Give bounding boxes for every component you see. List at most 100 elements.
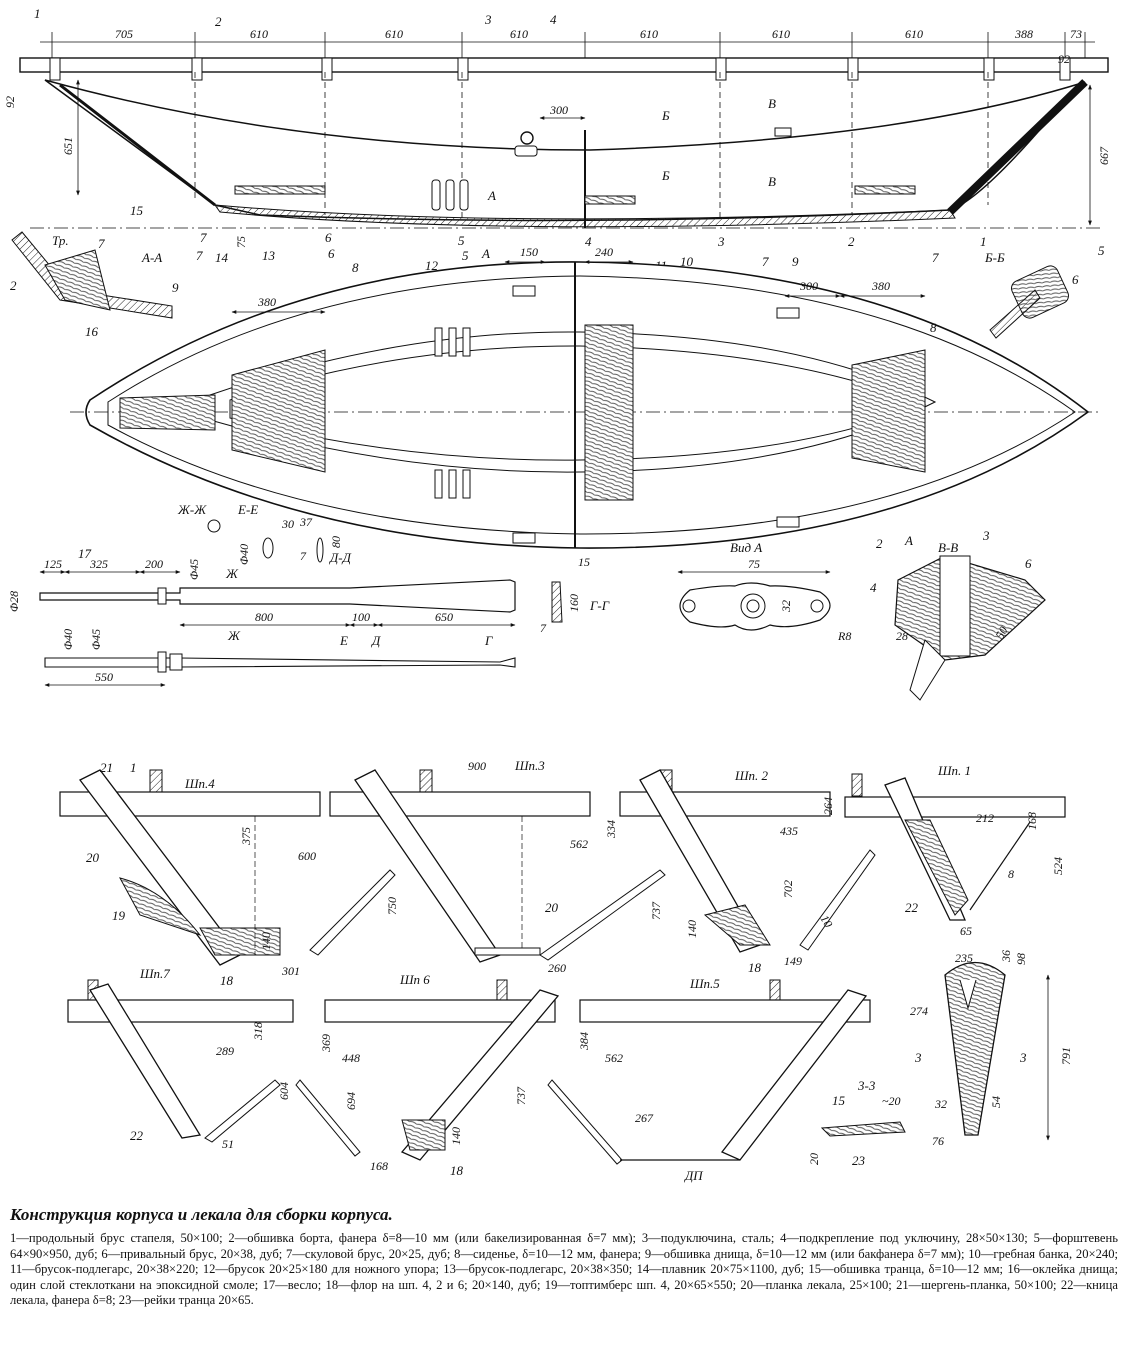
frame-3: Шп.3 900 334 562 737 260 20: [329, 758, 666, 975]
oar-dim-100: 100: [352, 610, 370, 624]
tr-dim-20: 20: [807, 1153, 821, 1165]
oar-dim-800: 800: [255, 610, 273, 624]
frame-1: 1: [980, 234, 987, 249]
dim-92-right: 92: [1058, 52, 1070, 66]
tr-dim-274: 274: [910, 1004, 928, 1018]
tr-dim-76: 76: [932, 1134, 944, 1148]
callout-5: 5: [458, 233, 465, 248]
aa-callout-16: 16: [85, 324, 99, 339]
frame-5: 5: [462, 248, 469, 263]
boat-hull-drawing: 705 610 610 610 610 610 610 388 73: [3, 6, 1111, 1183]
f4-dim-750: 750: [385, 897, 399, 915]
callout-13: 13: [262, 248, 276, 263]
keel-beam: [19, 57, 1109, 73]
hull-outline: [44, 79, 1086, 222]
plan-dim-150: 150: [520, 245, 538, 259]
oar-callout-17: 17: [78, 546, 92, 561]
f1-dim-212: 212: [976, 811, 994, 825]
f5-dim-737: 737: [514, 1086, 528, 1105]
frame-1: Шп. 1 212 168 524 8 65 22: [844, 763, 1066, 938]
dim-top-705: 705: [115, 27, 133, 41]
callout-6: 6: [325, 230, 332, 245]
f6-dim-694: 694: [344, 1092, 358, 1110]
tr-callout-23: 23: [852, 1153, 866, 1168]
sec-ee-title: Е-Е: [237, 502, 258, 517]
f5-title: Шп.5: [689, 976, 720, 991]
f4-callout-1: 1: [130, 760, 137, 775]
sec-dims-7-gg: 7: [540, 621, 547, 635]
mark-b-top: Б: [661, 108, 670, 123]
tr-dim-54: 54: [989, 1096, 1003, 1108]
plan-dim-380-right: 380: [871, 279, 890, 293]
view-a: Вид А 75 32 R8: [677, 540, 851, 643]
bb-callout-6: 6: [1072, 272, 1079, 287]
frame-4: Шп.4 375 600 750 140 301 21 1 20 19 18: [59, 760, 399, 988]
oar-dim-550: 550: [95, 670, 113, 684]
f2-dim-435: 435: [780, 824, 798, 838]
sec-gg-title: Г-Г: [589, 598, 610, 613]
dim-92-left: 92: [3, 96, 17, 108]
tr-dim-36: 36: [999, 950, 1013, 963]
f3-dim-900: 900: [468, 759, 486, 773]
section-bb-title: Б-Б: [984, 250, 1005, 265]
view-a-dim-r8: R8: [837, 629, 851, 643]
frame-6: Шп 6 369 448 694 140 168 18: [295, 972, 560, 1178]
f1-dim-524: 524: [1051, 857, 1065, 875]
aa-callout-9: 9: [172, 280, 179, 295]
f4-callout-18: 18: [220, 973, 234, 988]
dim-top-610: 610: [250, 27, 268, 41]
f7-dim-289: 289: [216, 1044, 234, 1058]
sec-dims-80: 80: [329, 536, 343, 548]
frame-7: Шп.7 318 289 604 51 22: [67, 966, 294, 1151]
f3-dim-562: 562: [570, 837, 588, 851]
f5-label-dp: ДП: [683, 1168, 704, 1183]
tr-mark-3-right: 3: [1019, 1050, 1027, 1065]
oar-dim-650: 650: [435, 610, 453, 624]
f2-dim-149: 149: [784, 954, 802, 968]
view-a-dim-32: 32: [779, 600, 793, 613]
stanchions: [49, 57, 1071, 81]
vv-label-3: 3: [982, 528, 990, 543]
dim-top-73: 73: [1070, 27, 1082, 41]
tr-dim-235: 235: [955, 951, 973, 965]
f4-dim-301: 301: [281, 964, 300, 978]
callout-4: 4: [550, 12, 557, 27]
figure-caption: Конструкция корпуса и лекала для сборки …: [10, 1205, 1118, 1309]
sec-dims-7: 7: [300, 549, 307, 563]
section-aa-title: А-А: [141, 250, 162, 265]
dim-top-610: 610: [772, 27, 790, 41]
tr-callout-15: 15: [832, 1093, 846, 1108]
f7-dim-604: 604: [277, 1082, 291, 1100]
vv-label-28: 28: [896, 629, 908, 643]
frame-5: Шп.5 384 562 737 267 ДП: [514, 976, 871, 1183]
dim-75: 75: [234, 236, 248, 248]
f6-title: Шп 6: [399, 972, 430, 987]
mark-v-top: В: [768, 96, 776, 111]
mark-v-bottom: В: [768, 174, 776, 189]
f2-callout-18: 18: [748, 960, 762, 975]
callout-3: 3: [484, 12, 492, 27]
oar-mark-zh-1: Ж: [225, 566, 239, 581]
mark-a-bottom: А: [481, 246, 490, 261]
sec-dims-30: 30: [281, 517, 294, 531]
oar-mark-zh-2: Ж: [227, 628, 241, 643]
f2-title: Шп. 2: [734, 768, 769, 783]
oar-dim-125: 125: [44, 557, 62, 571]
oar-side: [39, 579, 516, 613]
section-vv: В-В А 2 3 4 6 28 50: [870, 528, 1046, 701]
tr-dim-98: 98: [1014, 953, 1028, 965]
oar-mark-g: Г: [484, 633, 493, 648]
callout-14: 14: [215, 250, 229, 265]
tr-dim-32: 32: [934, 1097, 947, 1111]
oar-dia-28: Φ28: [7, 591, 21, 612]
section-bb: Б-Б 6: [984, 250, 1079, 339]
f3-dim-737: 737: [649, 901, 663, 920]
callout-7: 7: [200, 230, 207, 245]
dim-top-610: 610: [385, 27, 403, 41]
f5-dim-267: 267: [635, 1111, 654, 1125]
sec-dims-15: 15: [578, 555, 590, 569]
f4-callout-21: 21: [100, 760, 113, 775]
f3-title: Шп.3: [514, 758, 545, 773]
sec-zhzh-title: Ж-Ж: [177, 502, 207, 517]
oar-dia-45-bottom: Φ45: [89, 629, 103, 650]
